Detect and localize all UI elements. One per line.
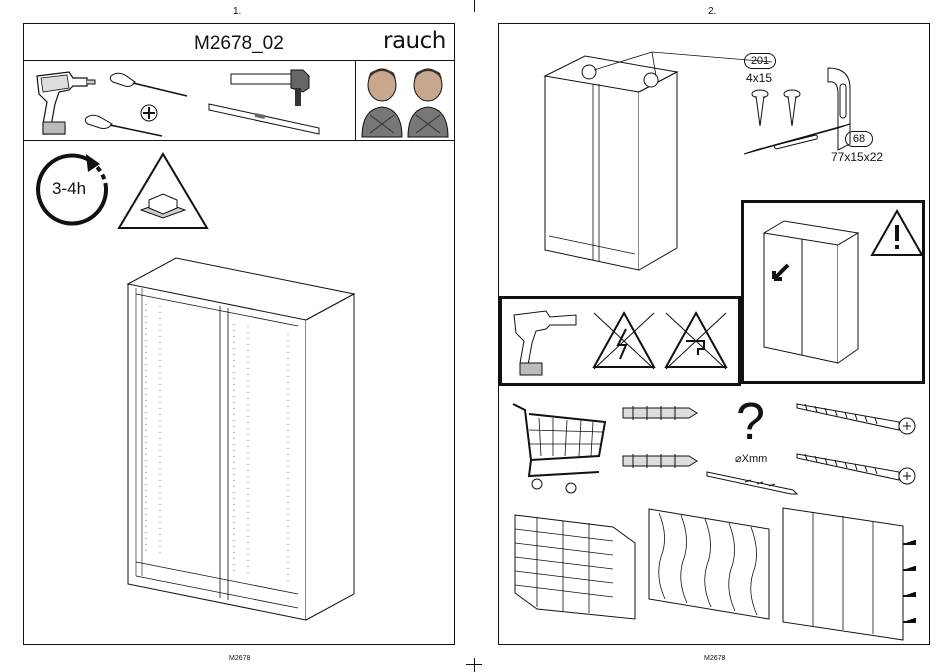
cordless-drill-icon (506, 303, 586, 383)
shopping-cart-icon (509, 400, 609, 495)
page-number-left: 1. (233, 6, 241, 17)
crop-mark-bottom (474, 658, 475, 672)
brick-wall-icon (513, 507, 638, 622)
left-page-frame: M2678_02 rauch (23, 23, 455, 645)
utility-warning-box (499, 296, 741, 386)
part-68-badge: 68 (845, 131, 873, 147)
header-divider (24, 60, 454, 61)
warning-tip-over-icon (870, 209, 924, 257)
wardrobe-tip-over-icon (760, 217, 860, 367)
drill-size-label: ⌀Xmm (735, 452, 767, 465)
drill-bit-icon (705, 468, 800, 498)
wood-wall-icon (647, 507, 772, 622)
time-estimate: 3-4h (52, 179, 86, 199)
tools-people-divider (355, 60, 356, 140)
spirit-level-icon (207, 100, 327, 140)
tip-over-warning-box (741, 200, 925, 384)
footer-right: M2678 (704, 655, 725, 662)
crop-mark-bottom-h (466, 664, 482, 665)
wall-plug-icon (619, 398, 699, 428)
wood-screw-2-icon (795, 448, 920, 488)
model-title: M2678_02 (194, 33, 284, 55)
two-person-assembly-icon (360, 63, 450, 139)
right-page-frame: 201 4x15 68 77x15x22 (498, 23, 930, 645)
wardrobe-carcass-illustration (124, 254, 359, 624)
plasterboard-wall-icon (781, 504, 921, 644)
wall-plug-2-icon (619, 446, 699, 476)
wood-screw-icon (795, 398, 920, 438)
warning-package-icon (117, 152, 209, 232)
no-water-pipe-icon (664, 311, 728, 371)
part-68-size: 77x15x22 (831, 150, 883, 164)
footer-left: M2678 (229, 655, 250, 662)
no-electric-cable-icon (592, 311, 656, 371)
unknown-wall-symbol: ? (736, 396, 765, 448)
phillips-screwdriver-icon (84, 112, 164, 142)
page-number-right: 2. (708, 6, 716, 17)
screwdriver-icon (109, 70, 189, 100)
page-divider-mark (474, 0, 475, 12)
brand-logo: rauch (383, 28, 446, 54)
wardrobe-carcass-top-view (541, 54, 681, 274)
